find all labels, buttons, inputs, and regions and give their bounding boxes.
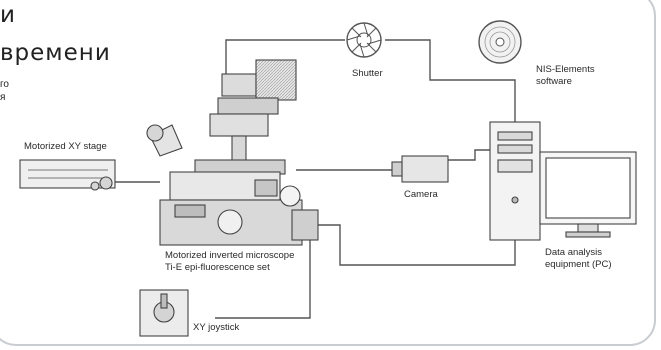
cable-microscope-pc [300, 225, 515, 265]
motorized-xy-stage [20, 160, 115, 190]
xy-joystick [140, 290, 188, 336]
joystick-label: XY joystick [193, 322, 240, 333]
pc-label-line-2: equipment (PC) [545, 259, 612, 270]
software-disc-icon [479, 21, 521, 63]
software-label-line-2: software [536, 76, 572, 87]
stage-label: Motorized XY stage [24, 141, 107, 152]
inverted-microscope [147, 60, 318, 245]
monitor-icon [540, 152, 636, 237]
shutter-icon [347, 23, 381, 57]
shutter-label: Shutter [352, 68, 383, 79]
software-label-line-1: NIS-Elements [536, 64, 595, 75]
microscope-label-line-1: Motorized inverted microscope [165, 250, 294, 261]
pc-label-line-1: Data analysis [545, 247, 602, 258]
microscope-label-line-2: Ti-E epi-fluorescence set [165, 262, 270, 273]
camera-icon [392, 156, 448, 182]
camera-label: Camera [404, 189, 439, 200]
pc-tower [490, 122, 540, 240]
cable-camera-pc [448, 150, 490, 160]
